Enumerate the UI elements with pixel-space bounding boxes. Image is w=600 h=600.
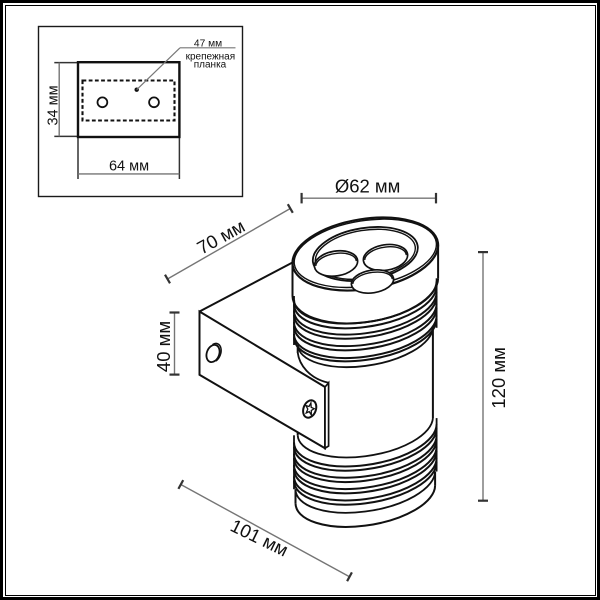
svg-text:47 мм: 47 мм	[194, 39, 222, 50]
svg-text:64 мм: 64 мм	[109, 159, 149, 175]
svg-text:Ø62 мм: Ø62 мм	[335, 176, 401, 197]
svg-text:120 мм: 120 мм	[488, 347, 509, 408]
svg-text:34 мм: 34 мм	[45, 85, 61, 125]
svg-text:40 мм: 40 мм	[153, 321, 174, 372]
svg-text:101 мм: 101 мм	[227, 515, 291, 561]
svg-text:крепежная: крепежная	[186, 51, 236, 62]
svg-text:70 мм: 70 мм	[193, 215, 248, 258]
svg-text:планка: планка	[194, 60, 227, 71]
